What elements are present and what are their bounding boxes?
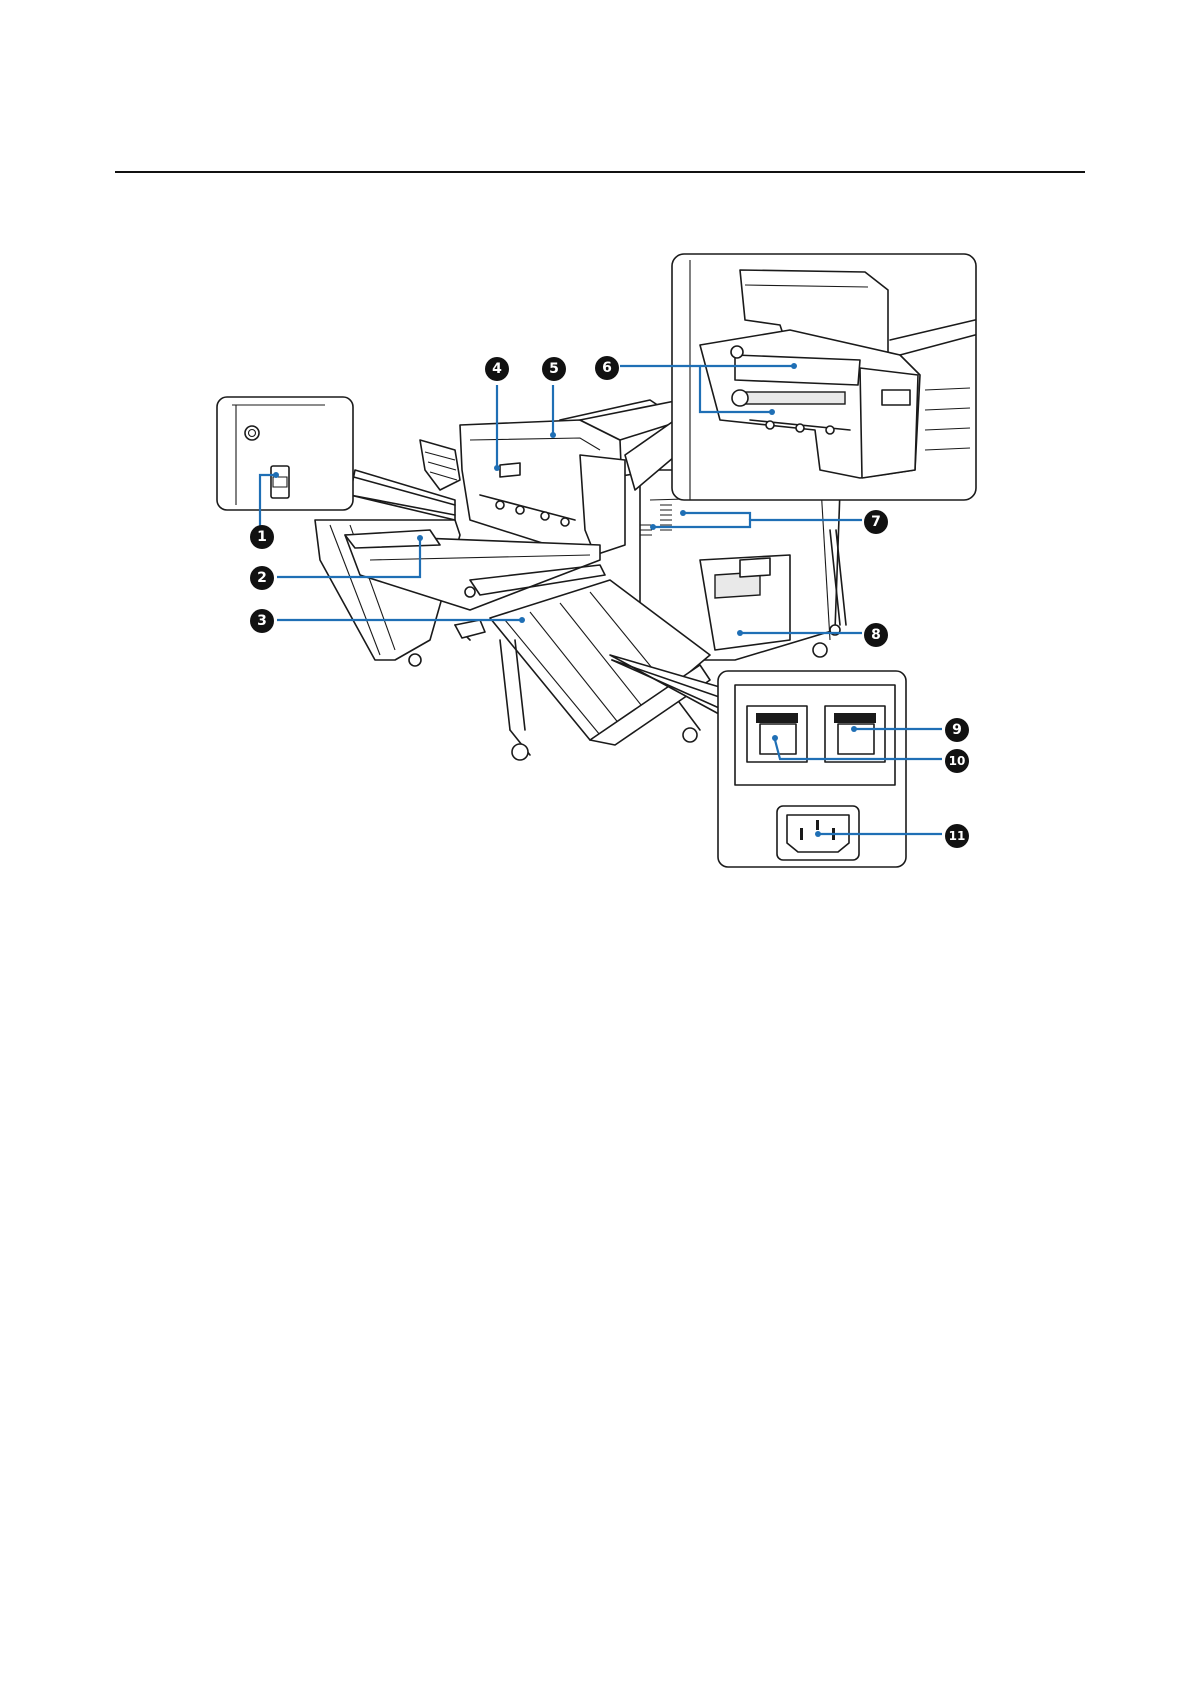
- callout-badge-10: 10: [945, 749, 969, 773]
- svg-text:1: 1: [257, 529, 267, 545]
- svg-text:3: 3: [257, 613, 267, 629]
- callout-badge-9: 9: [945, 718, 969, 742]
- svg-text:6: 6: [602, 360, 612, 376]
- lan-port-left-icon: [747, 706, 807, 762]
- callout-badge-2: 2: [250, 566, 274, 590]
- svg-text:4: 4: [492, 361, 502, 377]
- lan-port-right-icon: [825, 706, 885, 762]
- inset-power-switch: [217, 397, 455, 520]
- svg-text:8: 8: [871, 627, 881, 643]
- callout-badge-5: 5: [542, 357, 566, 381]
- svg-text:9: 9: [952, 722, 962, 738]
- callout-badge-11: 11: [945, 824, 969, 848]
- callout-badge-8: 8: [864, 623, 888, 647]
- svg-text:10: 10: [949, 754, 966, 768]
- callout-badge-1: 1: [250, 525, 274, 549]
- svg-text:11: 11: [949, 829, 966, 843]
- power-switch-icon: [271, 466, 289, 498]
- callout-badge-4: 4: [485, 357, 509, 381]
- svg-text:2: 2: [257, 570, 267, 586]
- callout-badge-6: 6: [595, 356, 619, 380]
- inset-open-cover: [625, 254, 976, 500]
- callout-badge-3: 3: [250, 609, 274, 633]
- svg-text:5: 5: [549, 361, 559, 377]
- callout-badge-7: 7: [864, 510, 888, 534]
- svg-text:7: 7: [871, 514, 881, 530]
